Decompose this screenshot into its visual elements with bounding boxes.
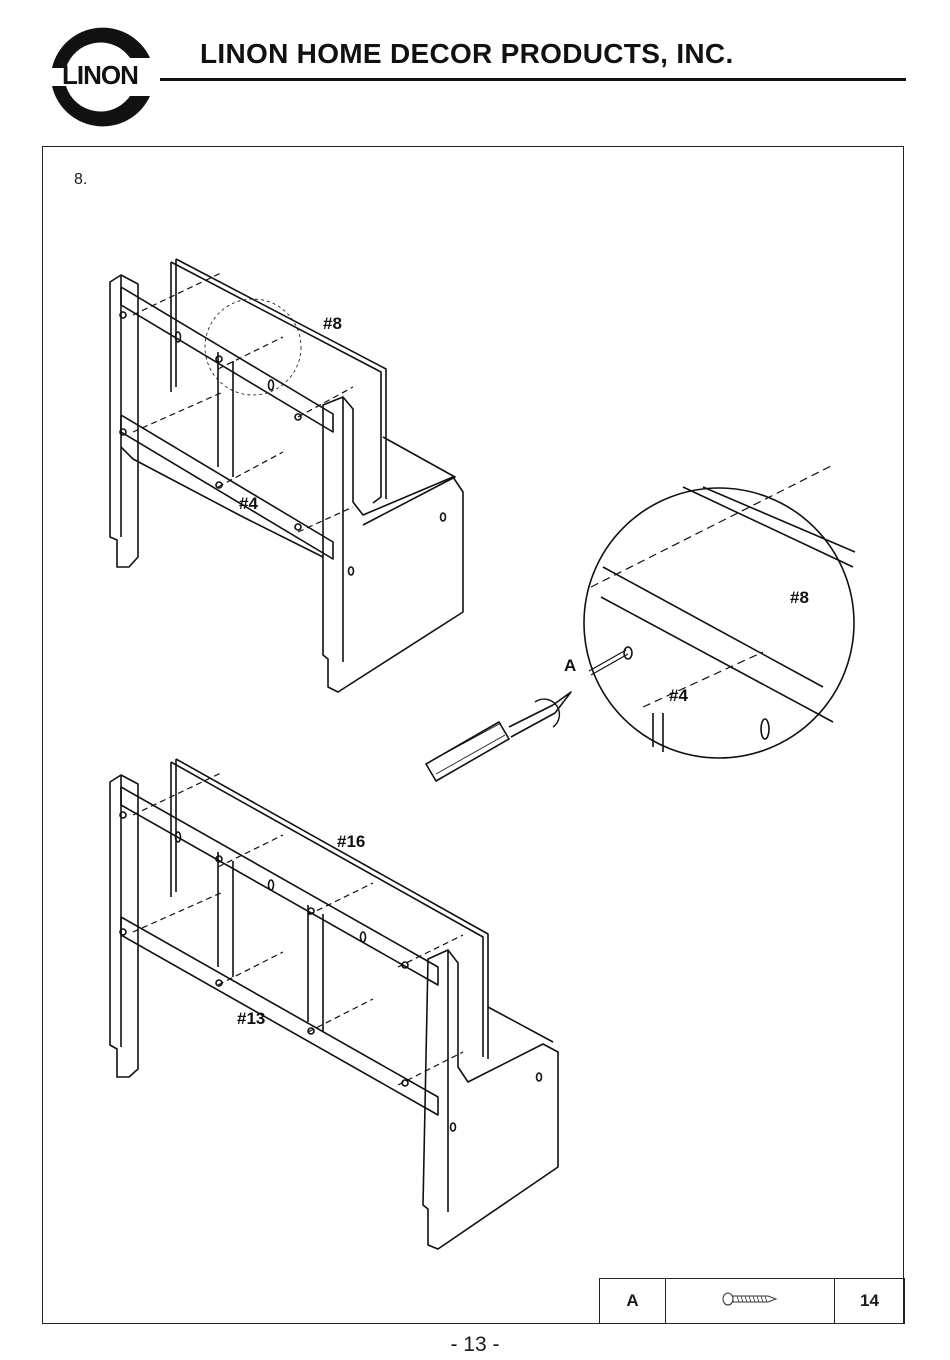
screwdriver-icon — [426, 692, 571, 781]
company-name: LINON HOME DECOR PRODUCTS, INC. — [200, 38, 734, 70]
parts-table: A 14 — [599, 1278, 905, 1324]
part-quantity: 14 — [834, 1279, 904, 1324]
logo-text: LINON — [62, 60, 138, 90]
bottom-bench-drawing: #16 #13 — [110, 759, 558, 1249]
label-bottom-frame-rail: #13 — [237, 1009, 265, 1028]
screw-icon — [722, 1292, 778, 1306]
part-image — [666, 1279, 835, 1324]
part-letter: A — [600, 1279, 666, 1324]
detail-view: #8 #4 A — [564, 465, 855, 758]
linon-logo: LINON — [38, 20, 163, 135]
top-bench-drawing: #8 #4 — [110, 259, 463, 692]
header-divider — [160, 78, 906, 81]
assembly-illustration: #8 #4 #8 #4 A — [43, 147, 903, 1323]
label-top-frame-rail: #4 — [239, 494, 258, 513]
page-number: - 13 - — [0, 1333, 950, 1357]
label-detail-rail: #4 — [669, 686, 688, 705]
label-bottom-back-panel: #16 — [337, 832, 365, 851]
label-top-back-panel: #8 — [323, 314, 342, 333]
label-detail-panel: #8 — [790, 588, 809, 607]
parts-row: A 14 — [600, 1279, 905, 1324]
label-hardware-callout: A — [564, 656, 576, 675]
